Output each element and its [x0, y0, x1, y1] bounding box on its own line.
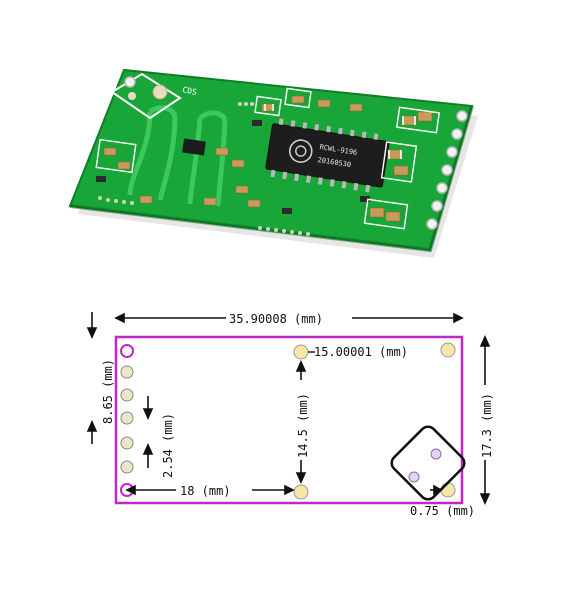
dimension-drawing: 35.90008 (mm) 15.00001 (mm) 17.3 (mm) 14…	[86, 310, 494, 518]
transistor	[182, 138, 206, 156]
pin-pitch-label: 2.54 (mm)	[161, 413, 175, 478]
drawing-header-pins	[120, 344, 134, 358]
board-outline	[114, 335, 464, 505]
ic-chip: RCWL-9196 20160530	[265, 118, 390, 193]
width-label: 35.90008 (mm)	[229, 312, 323, 326]
header-span-label: 8.65 (mm)	[101, 359, 115, 424]
silkscreen-outlines	[95, 87, 440, 230]
pad-spacing-label: 15.00001 (mm)	[314, 345, 408, 359]
antenna-trace	[127, 105, 228, 207]
pcb-board-photo: CDS RCWL-9196 20160530	[68, 68, 478, 258]
smd-components	[96, 95, 433, 222]
pin-pitch-dimension	[142, 396, 154, 468]
vias	[98, 102, 310, 236]
cds-sensor-footprint	[390, 425, 466, 501]
height-label: 17.3 (mm)	[480, 393, 494, 458]
header-pin-holes	[426, 110, 468, 230]
silkscreen-cds-label: CDS	[182, 85, 198, 97]
edge-offset-label: 0.75 (mm)	[410, 504, 475, 518]
header-span-dimension	[86, 312, 98, 444]
mounting-pads	[293, 342, 456, 500]
edge-offset-dimension	[430, 484, 443, 496]
pad-vertical-label: 14.5 (mm)	[296, 393, 310, 458]
pin-offset-label: 18 (mm)	[180, 484, 231, 498]
